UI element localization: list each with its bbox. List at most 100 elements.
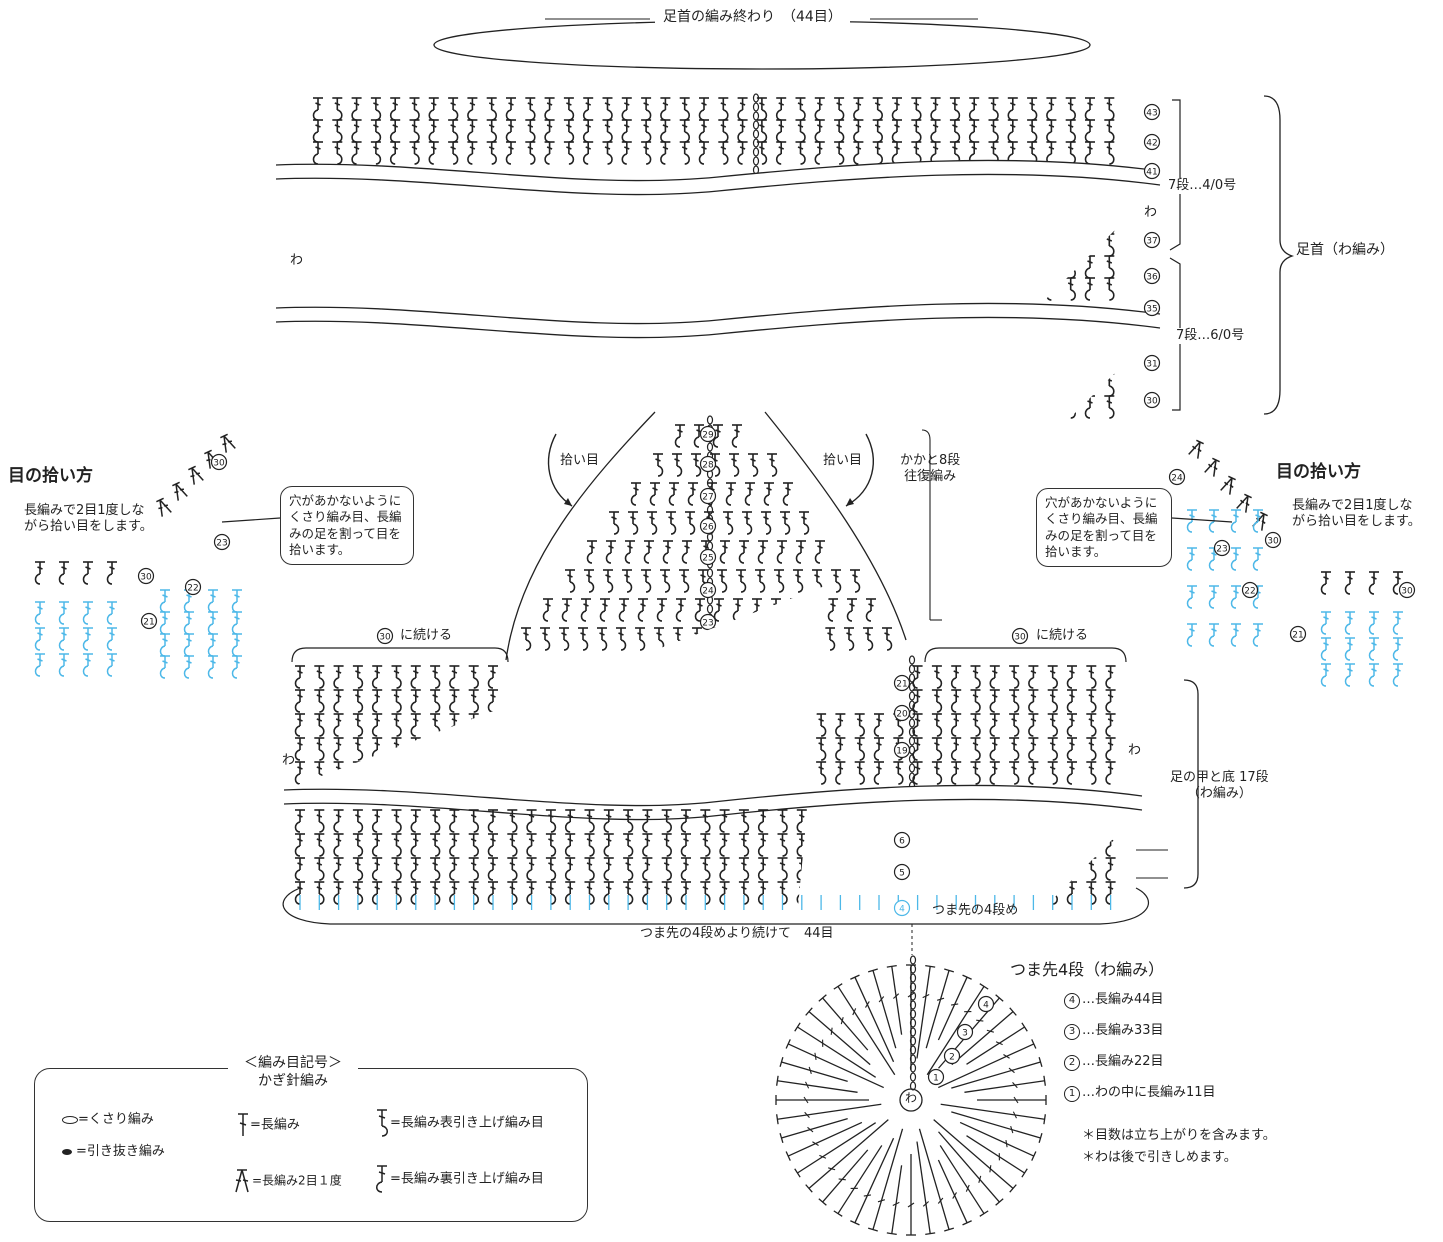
ankle-ring-mark-right: わ — [1144, 205, 1158, 220]
toe-row-note: つま先の4段め — [932, 903, 1019, 918]
row-number-text: 26 — [702, 523, 714, 533]
row-number-circle — [699, 548, 717, 566]
legend-chain: =くさり編み — [62, 1108, 154, 1127]
toe-stitch-top — [925, 1232, 936, 1235]
row-number-circle — [1143, 299, 1161, 317]
picked-stitch — [106, 601, 118, 625]
pickup-stitch — [1368, 571, 1380, 595]
row-number-circle — [893, 863, 911, 881]
picked-stitch — [106, 653, 118, 677]
pickup-right-blue — [1186, 509, 1198, 533]
chain-icon — [62, 1115, 78, 1124]
back-post-dc-icon — [376, 1165, 387, 1193]
row-number-text: 21 — [1292, 631, 1303, 641]
toe-round-text: …わの中に長編み11目 — [1082, 1085, 1216, 1100]
chain-stitch — [752, 111, 760, 121]
toe-round-number: 4 — [1064, 993, 1080, 1009]
pickup-arrow-right — [845, 433, 874, 507]
ankle-stitch — [1084, 119, 1096, 143]
toe-stitch-bar — [803, 1096, 809, 1104]
slip-stitch-icon — [62, 1148, 72, 1155]
ankle-stitch — [427, 119, 440, 143]
foot-stitch — [776, 857, 789, 881]
chain-stitch — [752, 102, 760, 112]
chain-stitch — [706, 505, 714, 515]
toe-stitch-top — [867, 968, 878, 973]
ankle-stitch — [505, 119, 517, 143]
toe-stitch-top — [805, 1184, 813, 1193]
foot-break-fill — [284, 584, 1142, 1142]
foot-stitch — [757, 857, 770, 881]
row-number-text: 30 — [379, 633, 391, 643]
toe-stitch — [837, 1145, 883, 1214]
picked-stitch — [1368, 637, 1380, 661]
ankle-break-top-top — [275, 159, 1161, 182]
ankle-stitch — [678, 141, 691, 165]
toe-stitch-top — [776, 1075, 779, 1086]
ankle-stitch — [891, 119, 903, 143]
ankle-row-number: 43 — [1143, 103, 1161, 121]
picked-stitch — [1344, 637, 1356, 661]
chain-stitch — [909, 1036, 917, 1046]
pickup-left-blue — [183, 633, 195, 657]
chain-stitch — [909, 1009, 917, 1019]
ankle-stitch — [1084, 277, 1096, 301]
toe-stitch-top — [925, 965, 936, 968]
toe-stitch-top — [867, 1227, 878, 1232]
row-number-circle — [893, 674, 911, 692]
pickup-right-dec — [1251, 511, 1270, 532]
toe-stitch-bar — [952, 1192, 957, 1199]
row-number-circle — [213, 533, 231, 551]
ankle-stitch — [659, 141, 672, 165]
row-number-circle — [1264, 531, 1282, 549]
pickup-right-blue — [1230, 547, 1242, 571]
ankle-stitch — [659, 97, 672, 121]
row-number-text: 24 — [1171, 474, 1183, 484]
picked-stitch — [1392, 611, 1404, 635]
pickup-right-row: 30 — [1398, 581, 1416, 599]
foot-row-number: 19 — [893, 741, 911, 759]
ankle-stitch — [794, 119, 807, 143]
pickup-right-row: 21 — [1289, 625, 1307, 643]
pickup-right-blue — [1230, 623, 1242, 647]
ankle-stitch — [582, 141, 595, 165]
ankle-stitch — [1103, 119, 1116, 143]
toe-stitch-bar — [1008, 1067, 1015, 1074]
ankle-stitch — [312, 119, 324, 143]
ankle-stitch — [659, 119, 672, 143]
ankle-stitch — [910, 119, 923, 143]
ankle-row-number: 30 — [1143, 391, 1161, 409]
pickup-right-blue — [1186, 585, 1198, 609]
foot-stitch — [931, 713, 943, 737]
pickup-left-blue — [159, 655, 171, 679]
toe-stitch — [926, 986, 985, 1076]
toe-stitch-top — [1009, 1184, 1017, 1193]
ankle-stitch — [1045, 119, 1058, 143]
row-number-circle — [927, 1068, 945, 1086]
foot-bottom-arc — [282, 887, 1150, 925]
ankle-stitch — [949, 97, 961, 121]
row-number-text: 4 — [983, 1001, 989, 1011]
heel-row-number: 24 — [699, 581, 717, 599]
toe-stitch — [966, 1026, 1025, 1065]
ankle-stitch — [1045, 97, 1058, 121]
toe-stitch — [822, 1149, 869, 1203]
toe-stitch-bar — [1003, 1054, 1010, 1059]
toe-stitch-bar — [1010, 1125, 1014, 1134]
row-number-circle — [1143, 231, 1161, 249]
toe-round-text: …長編み44目 — [1082, 992, 1164, 1007]
foot-stitch — [1027, 689, 1040, 713]
row-number-circle — [1143, 267, 1161, 285]
ankle-stitch — [312, 97, 324, 121]
ankle-stitch — [466, 119, 479, 143]
pickup-right-label: 拾い目 — [823, 453, 863, 468]
pickup-right-dec — [1203, 457, 1222, 478]
ankle-stitch — [640, 141, 652, 165]
row-number-circle — [1143, 391, 1161, 409]
ankle-gauge-mid: 7段…6/0号 — [1176, 328, 1245, 345]
toe-round-item: 2…長編み22目 — [1064, 1054, 1164, 1071]
pickup-right-heading: 目の拾い方 — [1276, 462, 1361, 482]
toe-stitch-bar — [922, 994, 930, 999]
picked-stitch — [1392, 663, 1404, 687]
row-number-text: 23 — [702, 619, 713, 629]
